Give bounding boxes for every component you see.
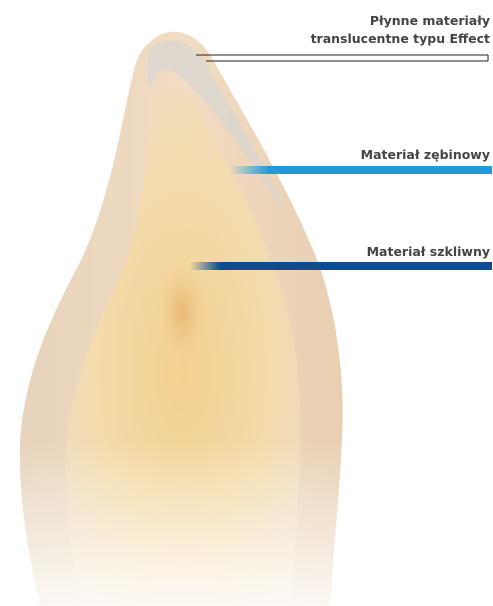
dentin-leader-bar xyxy=(230,166,492,174)
enamel-material-label: Materiał szkliwny xyxy=(367,243,490,260)
dentin-material-label: Materiał zębinowy xyxy=(361,146,490,163)
tooth-core-shading xyxy=(158,264,206,360)
enamel-leader-bar xyxy=(190,262,492,270)
effect-material-label-line1: Płynne materiały xyxy=(370,12,490,29)
effect-material-label-line2: translucentne typu Effect xyxy=(311,30,490,47)
tooth-bottom-fade xyxy=(0,440,493,606)
